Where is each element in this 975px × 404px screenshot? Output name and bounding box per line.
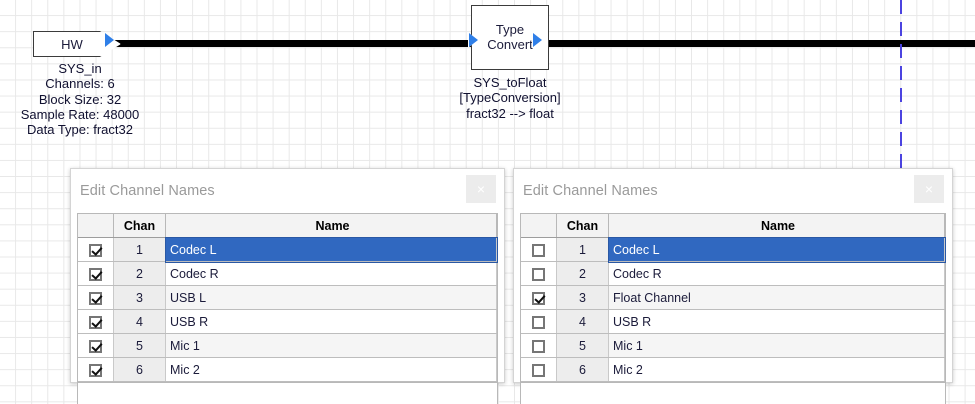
dialog-edit-channel-names-left[interactable]: Edit Channel Names × Chan Name 1 Codec L: [70, 168, 505, 404]
row-chan: 4: [113, 309, 166, 334]
column-header-name: Name: [608, 214, 945, 238]
block-hw-label: HW: [61, 36, 83, 52]
column-header-check: [521, 214, 557, 238]
table-row[interactable]: 3 USB L: [78, 285, 497, 310]
row-checkbox-cell[interactable]: [78, 357, 114, 382]
row-checkbox-cell[interactable]: [521, 357, 557, 382]
table-row[interactable]: 6 Mic 2: [78, 357, 497, 382]
row-name[interactable]: Mic 2: [165, 357, 497, 382]
row-checkbox-cell[interactable]: [78, 333, 114, 358]
row-checkbox-cell[interactable]: [521, 285, 557, 310]
block-type-convert-output-port[interactable]: [533, 33, 542, 47]
column-header-check: [78, 214, 114, 238]
block-hw-caption: SYS_in Channels: 6 Block Size: 32 Sample…: [20, 61, 140, 138]
table-row[interactable]: 1 Codec L: [521, 236, 946, 263]
column-header-name: Name: [165, 214, 497, 238]
table-row[interactable]: 2 Codec R: [78, 261, 497, 286]
checkbox-icon[interactable]: [89, 339, 102, 353]
row-name[interactable]: Mic 1: [608, 333, 945, 358]
block-type-convert-caption: SYS_toFloat [TypeConversion] fract32 -->…: [459, 75, 561, 121]
dialog-title-left: Edit Channel Names: [80, 183, 215, 199]
table-row[interactable]: 2 Codec R: [521, 261, 945, 286]
checkbox-icon[interactable]: [89, 267, 102, 281]
checkbox-icon[interactable]: [532, 315, 545, 329]
table-row[interactable]: 3 Float Channel: [521, 285, 945, 310]
row-chan: 2: [113, 261, 166, 286]
table-footer-right: [520, 382, 946, 404]
channel-table-body-right: 1 Codec L 2 Codec R 3 Float Channel: [521, 236, 946, 382]
row-chan: 6: [556, 357, 609, 382]
block-hw-output-port[interactable]: [105, 33, 114, 47]
checkbox-icon[interactable]: [89, 363, 102, 377]
checkbox-icon[interactable]: [532, 339, 545, 353]
row-chan: 2: [556, 261, 609, 286]
row-chan: 1: [556, 237, 609, 262]
checkbox-icon[interactable]: [532, 267, 545, 281]
row-checkbox-cell[interactable]: [78, 237, 114, 262]
row-chan: 1: [113, 237, 166, 262]
row-chan: 5: [556, 333, 609, 358]
row-chan: 3: [556, 285, 609, 310]
table-header-row: Chan Name: [521, 214, 945, 238]
row-chan: 5: [113, 333, 166, 358]
dialog-edit-channel-names-right[interactable]: Edit Channel Names × Chan Name 1 Codec L: [513, 168, 953, 404]
row-chan: 4: [556, 309, 609, 334]
row-name[interactable]: Codec L: [164, 236, 498, 263]
column-header-chan: Chan: [113, 214, 166, 238]
row-name[interactable]: USB R: [165, 309, 497, 334]
wire-hw-to-typeconvert: [112, 40, 480, 47]
row-checkbox-cell[interactable]: [78, 309, 114, 334]
row-name[interactable]: USB R: [608, 309, 945, 334]
row-name[interactable]: Codec L: [607, 236, 946, 263]
wire-typeconvert-output: [540, 40, 975, 47]
row-chan: 3: [113, 285, 166, 310]
row-checkbox-cell[interactable]: [521, 261, 557, 286]
block-type-convert-input-port[interactable]: [469, 33, 478, 47]
row-name[interactable]: Float Channel: [608, 285, 945, 310]
close-icon[interactable]: ×: [466, 175, 496, 203]
channel-table-wrapper-left: Chan Name 1 Codec L 2 Codec R: [77, 213, 498, 382]
channel-table-left: Chan Name 1 Codec L 2 Codec R: [78, 214, 498, 382]
row-checkbox-cell[interactable]: [521, 237, 557, 262]
block-type-convert-label-line2: Convert: [487, 36, 533, 52]
checkbox-icon[interactable]: [532, 363, 545, 377]
row-chan: 6: [113, 357, 166, 382]
checkbox-icon[interactable]: [89, 291, 102, 305]
table-row[interactable]: 1 Codec L: [78, 236, 498, 263]
table-row[interactable]: 4 USB R: [78, 309, 497, 334]
row-checkbox-cell[interactable]: [78, 285, 114, 310]
channel-table-right: Chan Name 1 Codec L 2 Codec R: [521, 214, 946, 382]
dialog-title-right: Edit Channel Names: [523, 183, 658, 199]
block-type-convert-label-line1: Type: [495, 21, 525, 37]
row-name[interactable]: Codec R: [608, 261, 945, 286]
table-footer-left: [77, 382, 498, 404]
row-checkbox-cell[interactable]: [78, 261, 114, 286]
dialog-titlebar-left[interactable]: Edit Channel Names ×: [71, 169, 504, 213]
checkbox-icon[interactable]: [532, 291, 545, 305]
table-header-row: Chan Name: [78, 214, 497, 238]
table-row[interactable]: 4 USB R: [521, 309, 945, 334]
table-row[interactable]: 5 Mic 1: [78, 333, 497, 358]
checkbox-icon[interactable]: [89, 315, 102, 329]
checkbox-icon[interactable]: [89, 243, 102, 257]
column-header-chan: Chan: [556, 214, 609, 238]
table-row[interactable]: 5 Mic 1: [521, 333, 945, 358]
checkbox-icon[interactable]: [532, 243, 545, 257]
row-checkbox-cell[interactable]: [521, 309, 557, 334]
row-name[interactable]: Mic 1: [165, 333, 497, 358]
table-row[interactable]: 6 Mic 2: [521, 357, 945, 382]
close-icon[interactable]: ×: [914, 175, 944, 203]
row-name[interactable]: USB L: [165, 285, 497, 310]
row-name[interactable]: Codec R: [165, 261, 497, 286]
channel-table-wrapper-right: Chan Name 1 Codec L 2 Codec R: [520, 213, 946, 382]
channel-table-body-left: 1 Codec L 2 Codec R 3 USB L: [78, 236, 498, 382]
row-name[interactable]: Mic 2: [608, 357, 945, 382]
row-checkbox-cell[interactable]: [521, 333, 557, 358]
dialog-titlebar-right[interactable]: Edit Channel Names ×: [514, 169, 952, 213]
